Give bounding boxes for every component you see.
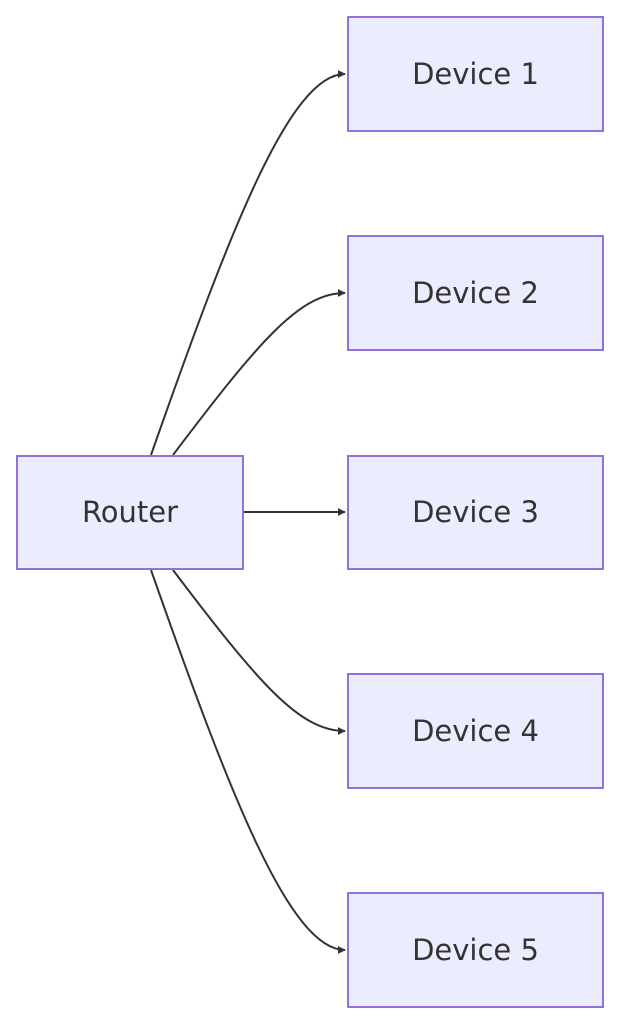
router-node-label: Router — [81, 495, 179, 529]
device-3-node-label: Device 3 — [412, 495, 539, 529]
device-1-node: Device 1 — [347, 16, 604, 132]
router-node: Router — [16, 455, 244, 570]
device-5-node-label: Device 5 — [412, 932, 539, 967]
edge-router-device-1 — [150, 70, 346, 456]
edge-router-device-4 — [172, 569, 346, 735]
device-4-node-label: Device 4 — [412, 713, 539, 748]
device-4-node: Device 4 — [347, 673, 604, 789]
edge-router-device-2 — [172, 289, 346, 456]
device-5-node: Device 5 — [347, 892, 604, 1008]
device-2-node-label: Device 2 — [412, 275, 539, 310]
device-2-node: Device 2 — [347, 235, 604, 351]
edge-router-device-5 — [150, 569, 346, 954]
device-3-node: Device 3 — [347, 455, 604, 570]
device-1-node-label: Device 1 — [412, 56, 539, 91]
